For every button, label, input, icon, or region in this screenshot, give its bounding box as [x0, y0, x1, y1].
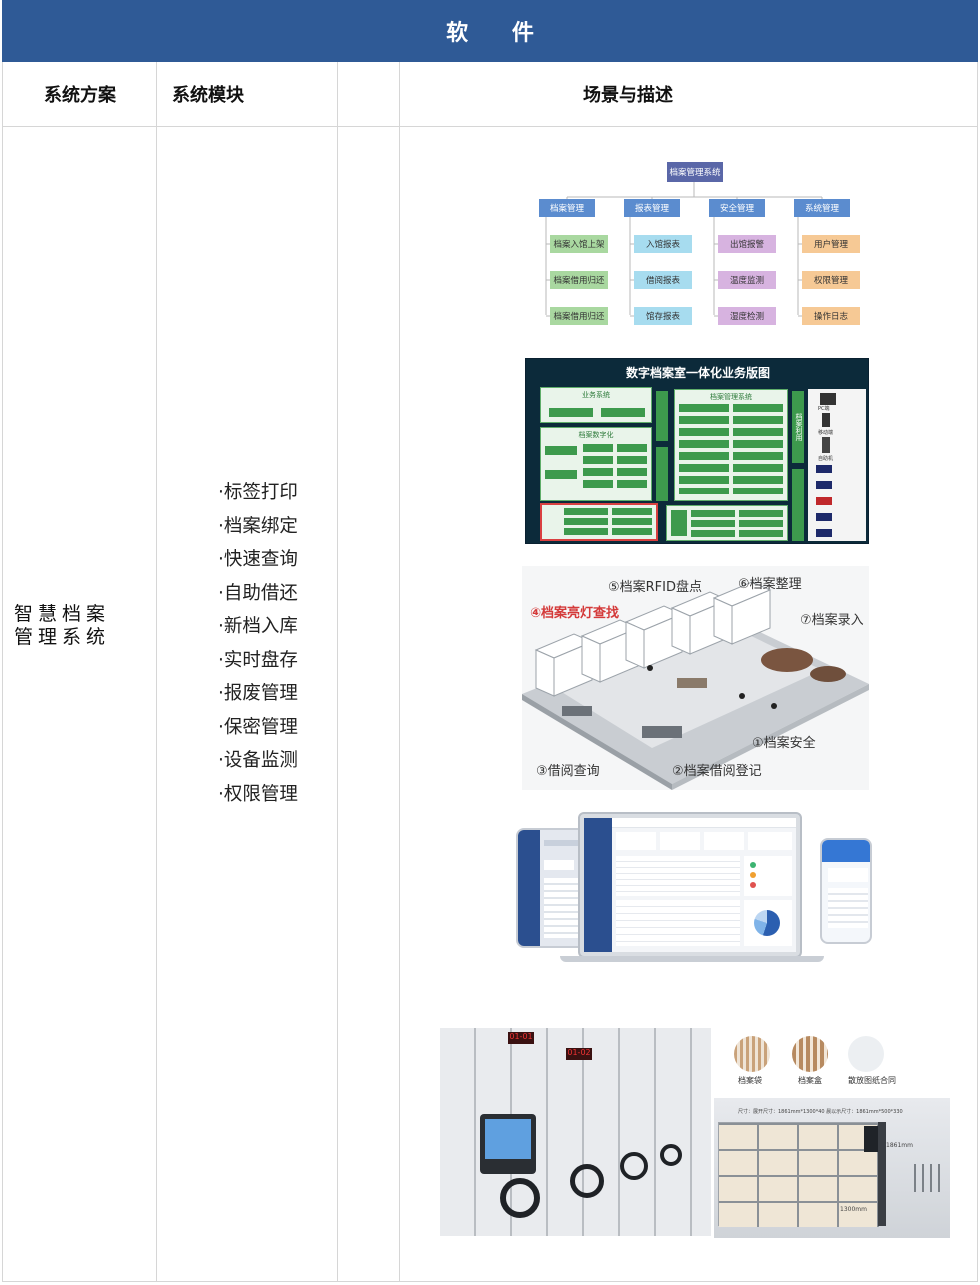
business-panel: 业务系统: [540, 387, 652, 423]
scene-label: ④档案亮灯查找: [530, 606, 620, 621]
org-chart-connectors: [545, 182, 823, 317]
module-item: ·快速查询: [218, 549, 298, 570]
org-leaf: 用户管理: [802, 235, 860, 253]
org-chart: 档案管理系统 档案管理 报表管理 安全管理 系统管理 档案入馆上架 档案借用归还…: [520, 155, 880, 335]
module-item: ·设备监测: [218, 750, 298, 771]
col-divider-1: [156, 62, 157, 1282]
cabinet-unit: [718, 1122, 879, 1227]
plan-name-line2: 管理系统: [14, 626, 111, 648]
section-banner: 软 件: [2, 0, 978, 62]
shelf-panel-label: 01-02: [566, 1048, 592, 1060]
org-leaf: 操作日志: [802, 307, 860, 325]
header-divider: [2, 126, 978, 127]
utilize-bar: 档案利用: [792, 391, 804, 463]
org-leaf: 温度监测: [718, 271, 776, 289]
business-map: 数字档案室一体化业务版图 业务系统 档案数字化 档案管理系统: [525, 358, 869, 544]
col-divider-3: [399, 62, 400, 1282]
terminal-label: PC端: [818, 406, 830, 412]
table-border-left: [2, 62, 3, 1282]
business-panel-label: 业务系统: [582, 391, 610, 399]
cabinet-height: 1861mm: [886, 1142, 913, 1149]
module-item: ·报废管理: [218, 683, 298, 704]
plan-name: 智慧档案 管理系统: [14, 603, 110, 649]
scene-label: ⑥档案整理: [738, 577, 802, 592]
module-item: ·标签打印: [218, 482, 298, 503]
org-leaf: 湿度检测: [718, 307, 776, 325]
archive-room-scene: ⑤档案RFID盘点 ⑥档案整理 ④档案亮灯查找 ⑦档案录入 ①档案安全 ③借阅查…: [522, 566, 869, 790]
module-item: ·新档入库: [218, 616, 298, 637]
smart-cabinet-info: 档案袋 档案盒 散放图纸合同 尺寸：展开尺寸：1861mm*1300*40 晨以…: [714, 1028, 950, 1238]
module-list: ·标签打印 ·档案绑定 ·快速查询 ·自助借还 ·新档入库 ·实时盘存 ·报废管…: [218, 476, 298, 811]
module-item: ·实时盘存: [218, 649, 298, 671]
table-border-bottom: [2, 1281, 978, 1282]
shelf-panel-label: 01-01: [508, 1032, 534, 1044]
org-leaf: 档案入馆上架: [550, 235, 608, 253]
plan-name-line1: 智慧档案: [14, 603, 111, 625]
module-item: ·档案绑定: [218, 515, 298, 537]
cabinet-item-label: 档案盒: [798, 1076, 822, 1085]
header-plan: 系统方案: [44, 85, 116, 106]
org-leaf: 出馆报警: [718, 235, 776, 253]
digitize-panel: 档案数字化: [540, 427, 652, 501]
header-scene: 场景与描述: [583, 85, 673, 106]
archive-system-label: 档案管理系统: [710, 393, 752, 401]
org-leaf: 入馆报表: [634, 235, 692, 253]
org-leaf: 借阅报表: [634, 271, 692, 289]
module-item: ·权限管理: [218, 783, 298, 805]
cabinet-item-label: 散放图纸合同: [848, 1076, 896, 1085]
org-branch: 档案管理: [539, 199, 595, 217]
col-divider-2: [337, 62, 338, 1282]
org-leaf: 馆存报表: [634, 307, 692, 325]
scene-label: ⑤档案RFID盘点: [608, 580, 703, 595]
cabinet-width: 1300mm: [840, 1206, 867, 1213]
terminal-label: 自助机: [818, 456, 834, 462]
phone-mockup: [820, 838, 872, 944]
org-branch: 安全管理: [709, 199, 765, 217]
laptop-mockup: [578, 812, 802, 958]
module-item: ·自助借还: [218, 582, 298, 604]
org-leaf: 档案借用归还: [550, 307, 608, 325]
software-mockups: [510, 808, 880, 968]
org-branch: 系统管理: [794, 199, 850, 217]
scene-label: ①档案安全: [752, 736, 816, 751]
table-border-right: [977, 62, 978, 1282]
mobile-shelf-photo: 01-01 01-02: [440, 1028, 711, 1236]
shelf-touch-panel: [480, 1114, 536, 1174]
org-leaf: 权限管理: [802, 271, 860, 289]
cabinet-spec: 尺寸：展开尺寸：1861mm*1300*40 晨以示尺寸：1861mm*500*…: [738, 1109, 903, 1115]
room-illustration: [522, 581, 869, 790]
org-branch: 报表管理: [624, 199, 680, 217]
scene-label: ③借阅查询: [536, 764, 600, 779]
scene-label: ②档案借阅登记: [672, 764, 762, 779]
cabinet-item-label: 档案袋: [738, 1076, 762, 1085]
org-leaf: 档案借用归还: [550, 271, 608, 289]
org-root: 档案管理系统: [667, 162, 723, 182]
business-map-title: 数字档案室一体化业务版图: [625, 366, 770, 380]
terminal-label: 移动端: [818, 430, 834, 436]
header-module: 系统模块: [172, 85, 244, 106]
archive-system-panel: 档案管理系统: [674, 389, 788, 501]
module-item: ·保密管理: [218, 716, 298, 738]
digitize-panel-label: 档案数字化: [578, 431, 614, 439]
security-panel: [540, 503, 658, 541]
scene-label: ⑦档案录入: [800, 613, 864, 628]
